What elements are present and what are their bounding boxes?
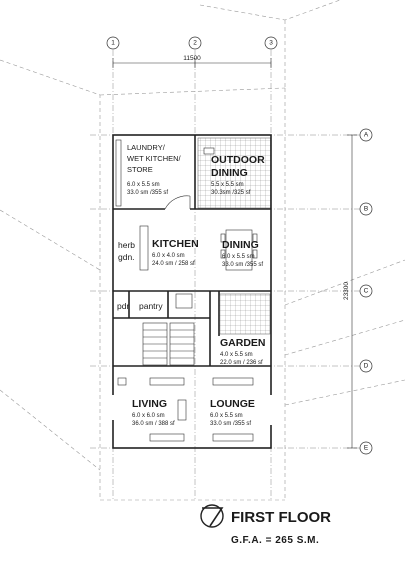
room-garden: GARDEN 4.0 x 5.5 sm 22.0 sm / 236 sf xyxy=(220,337,266,366)
dimension-length: 23300 xyxy=(343,134,357,449)
garden-paving xyxy=(218,293,271,335)
svg-text:GARDEN: GARDEN xyxy=(220,337,266,349)
svg-text:24.0 sm / 258 sf: 24.0 sm / 258 sf xyxy=(152,261,195,267)
svg-text:A: A xyxy=(364,132,369,139)
room-lounge: LOUNGE 6.0 x 5.5 sm 33.0 sm /355 sf xyxy=(210,398,255,427)
svg-text:B: B xyxy=(364,206,368,213)
grid-bubble-e: E xyxy=(359,441,373,455)
svg-text:DINING: DINING xyxy=(222,239,259,251)
svg-text:2: 2 xyxy=(193,40,197,47)
site-boundary xyxy=(0,0,405,501)
grid-bubble-2: 2 xyxy=(188,36,202,50)
doors xyxy=(111,195,273,425)
svg-text:1: 1 xyxy=(111,40,115,47)
gross-floor-area: G.F.A. = 265 S.M. xyxy=(231,535,319,546)
north-arrow-icon xyxy=(200,504,224,528)
svg-text:6.0 x 6.0 sm: 6.0 x 6.0 sm xyxy=(132,413,165,419)
grid-bubble-1: 1 xyxy=(106,36,120,50)
svg-text:3: 3 xyxy=(269,40,273,47)
room-dining: DINING 6.0 x 5.5 sm 33.0 sm /355 sf xyxy=(222,239,263,268)
drawing-title: FIRST FLOOR xyxy=(231,509,331,526)
svg-text:LOUNGE: LOUNGE xyxy=(210,398,255,410)
walls xyxy=(112,134,272,449)
room-pdr: pdr xyxy=(117,301,129,311)
grid-bubble-3: 3 xyxy=(264,36,278,50)
room-outdoor-dining: OUTDOOR DINING 5.5 x 5.5 sm 30.3sm /325 … xyxy=(211,154,265,196)
room-laundry: LAUNDRY/ WET KITCHEN/ STORE 6.0 x 5.5 sm… xyxy=(127,143,182,196)
stair xyxy=(142,322,195,366)
svg-text:LIVING: LIVING xyxy=(132,398,167,410)
furniture xyxy=(115,139,258,442)
svg-text:36.0 sm / 388 sf: 36.0 sm / 388 sf xyxy=(132,421,175,427)
svg-text:30.3sm /325 sf: 30.3sm /325 sf xyxy=(211,190,251,196)
svg-text:DINING: DINING xyxy=(211,167,248,179)
svg-text:23300: 23300 xyxy=(343,282,350,300)
grid-bubble-b: B xyxy=(359,202,373,216)
svg-text:LAUNDRY/: LAUNDRY/ xyxy=(127,143,166,152)
room-pantry: pantry xyxy=(139,301,163,311)
room-herb-garden: herb gdn. xyxy=(118,240,135,262)
dimension-width: 11500 xyxy=(112,55,272,68)
svg-text:6.0 x 5.5 sm: 6.0 x 5.5 sm xyxy=(210,413,243,419)
svg-text:33.0 sm /355 sf: 33.0 sm /355 sf xyxy=(127,190,168,196)
svg-text:OUTDOOR: OUTDOOR xyxy=(211,154,265,166)
grid-bubble-c: C xyxy=(359,284,373,298)
svg-text:22.0 sm / 236 sf: 22.0 sm / 236 sf xyxy=(220,360,263,366)
svg-text:pantry: pantry xyxy=(139,301,163,311)
grid-lines-columns xyxy=(112,50,272,500)
svg-text:6.0 x 5.5 sm: 6.0 x 5.5 sm xyxy=(222,254,255,260)
svg-text:33.0 sm /355 sf: 33.0 sm /355 sf xyxy=(222,262,263,268)
svg-text:33.0 sm /355 sf: 33.0 sm /355 sf xyxy=(210,421,251,427)
svg-text:6.0 x 5.5 sm: 6.0 x 5.5 sm xyxy=(127,182,160,188)
svg-text:WET KITCHEN/: WET KITCHEN/ xyxy=(127,154,182,163)
room-living: LIVING 6.0 x 6.0 sm 36.0 sm / 388 sf xyxy=(132,398,175,427)
svg-text:4.0 x 5.5 sm: 4.0 x 5.5 sm xyxy=(220,352,253,358)
svg-text:KITCHEN: KITCHEN xyxy=(152,238,199,250)
svg-text:C: C xyxy=(364,288,369,295)
grid-bubble-d: D xyxy=(359,359,373,373)
svg-text:5.5 x 5.5 sm: 5.5 x 5.5 sm xyxy=(211,182,244,188)
room-kitchen: KITCHEN 6.0 x 4.0 sm 24.0 sm / 258 sf xyxy=(152,238,199,267)
svg-text:pdr: pdr xyxy=(117,301,129,311)
svg-text:11500: 11500 xyxy=(183,55,201,62)
svg-text:STORE: STORE xyxy=(127,165,153,174)
svg-text:6.0 x 4.0 sm: 6.0 x 4.0 sm xyxy=(152,253,185,259)
svg-text:E: E xyxy=(364,445,369,452)
svg-text:gdn.: gdn. xyxy=(118,252,135,262)
svg-text:D: D xyxy=(364,363,369,370)
grid-bubble-a: A xyxy=(359,128,373,142)
svg-text:herb: herb xyxy=(118,240,135,250)
